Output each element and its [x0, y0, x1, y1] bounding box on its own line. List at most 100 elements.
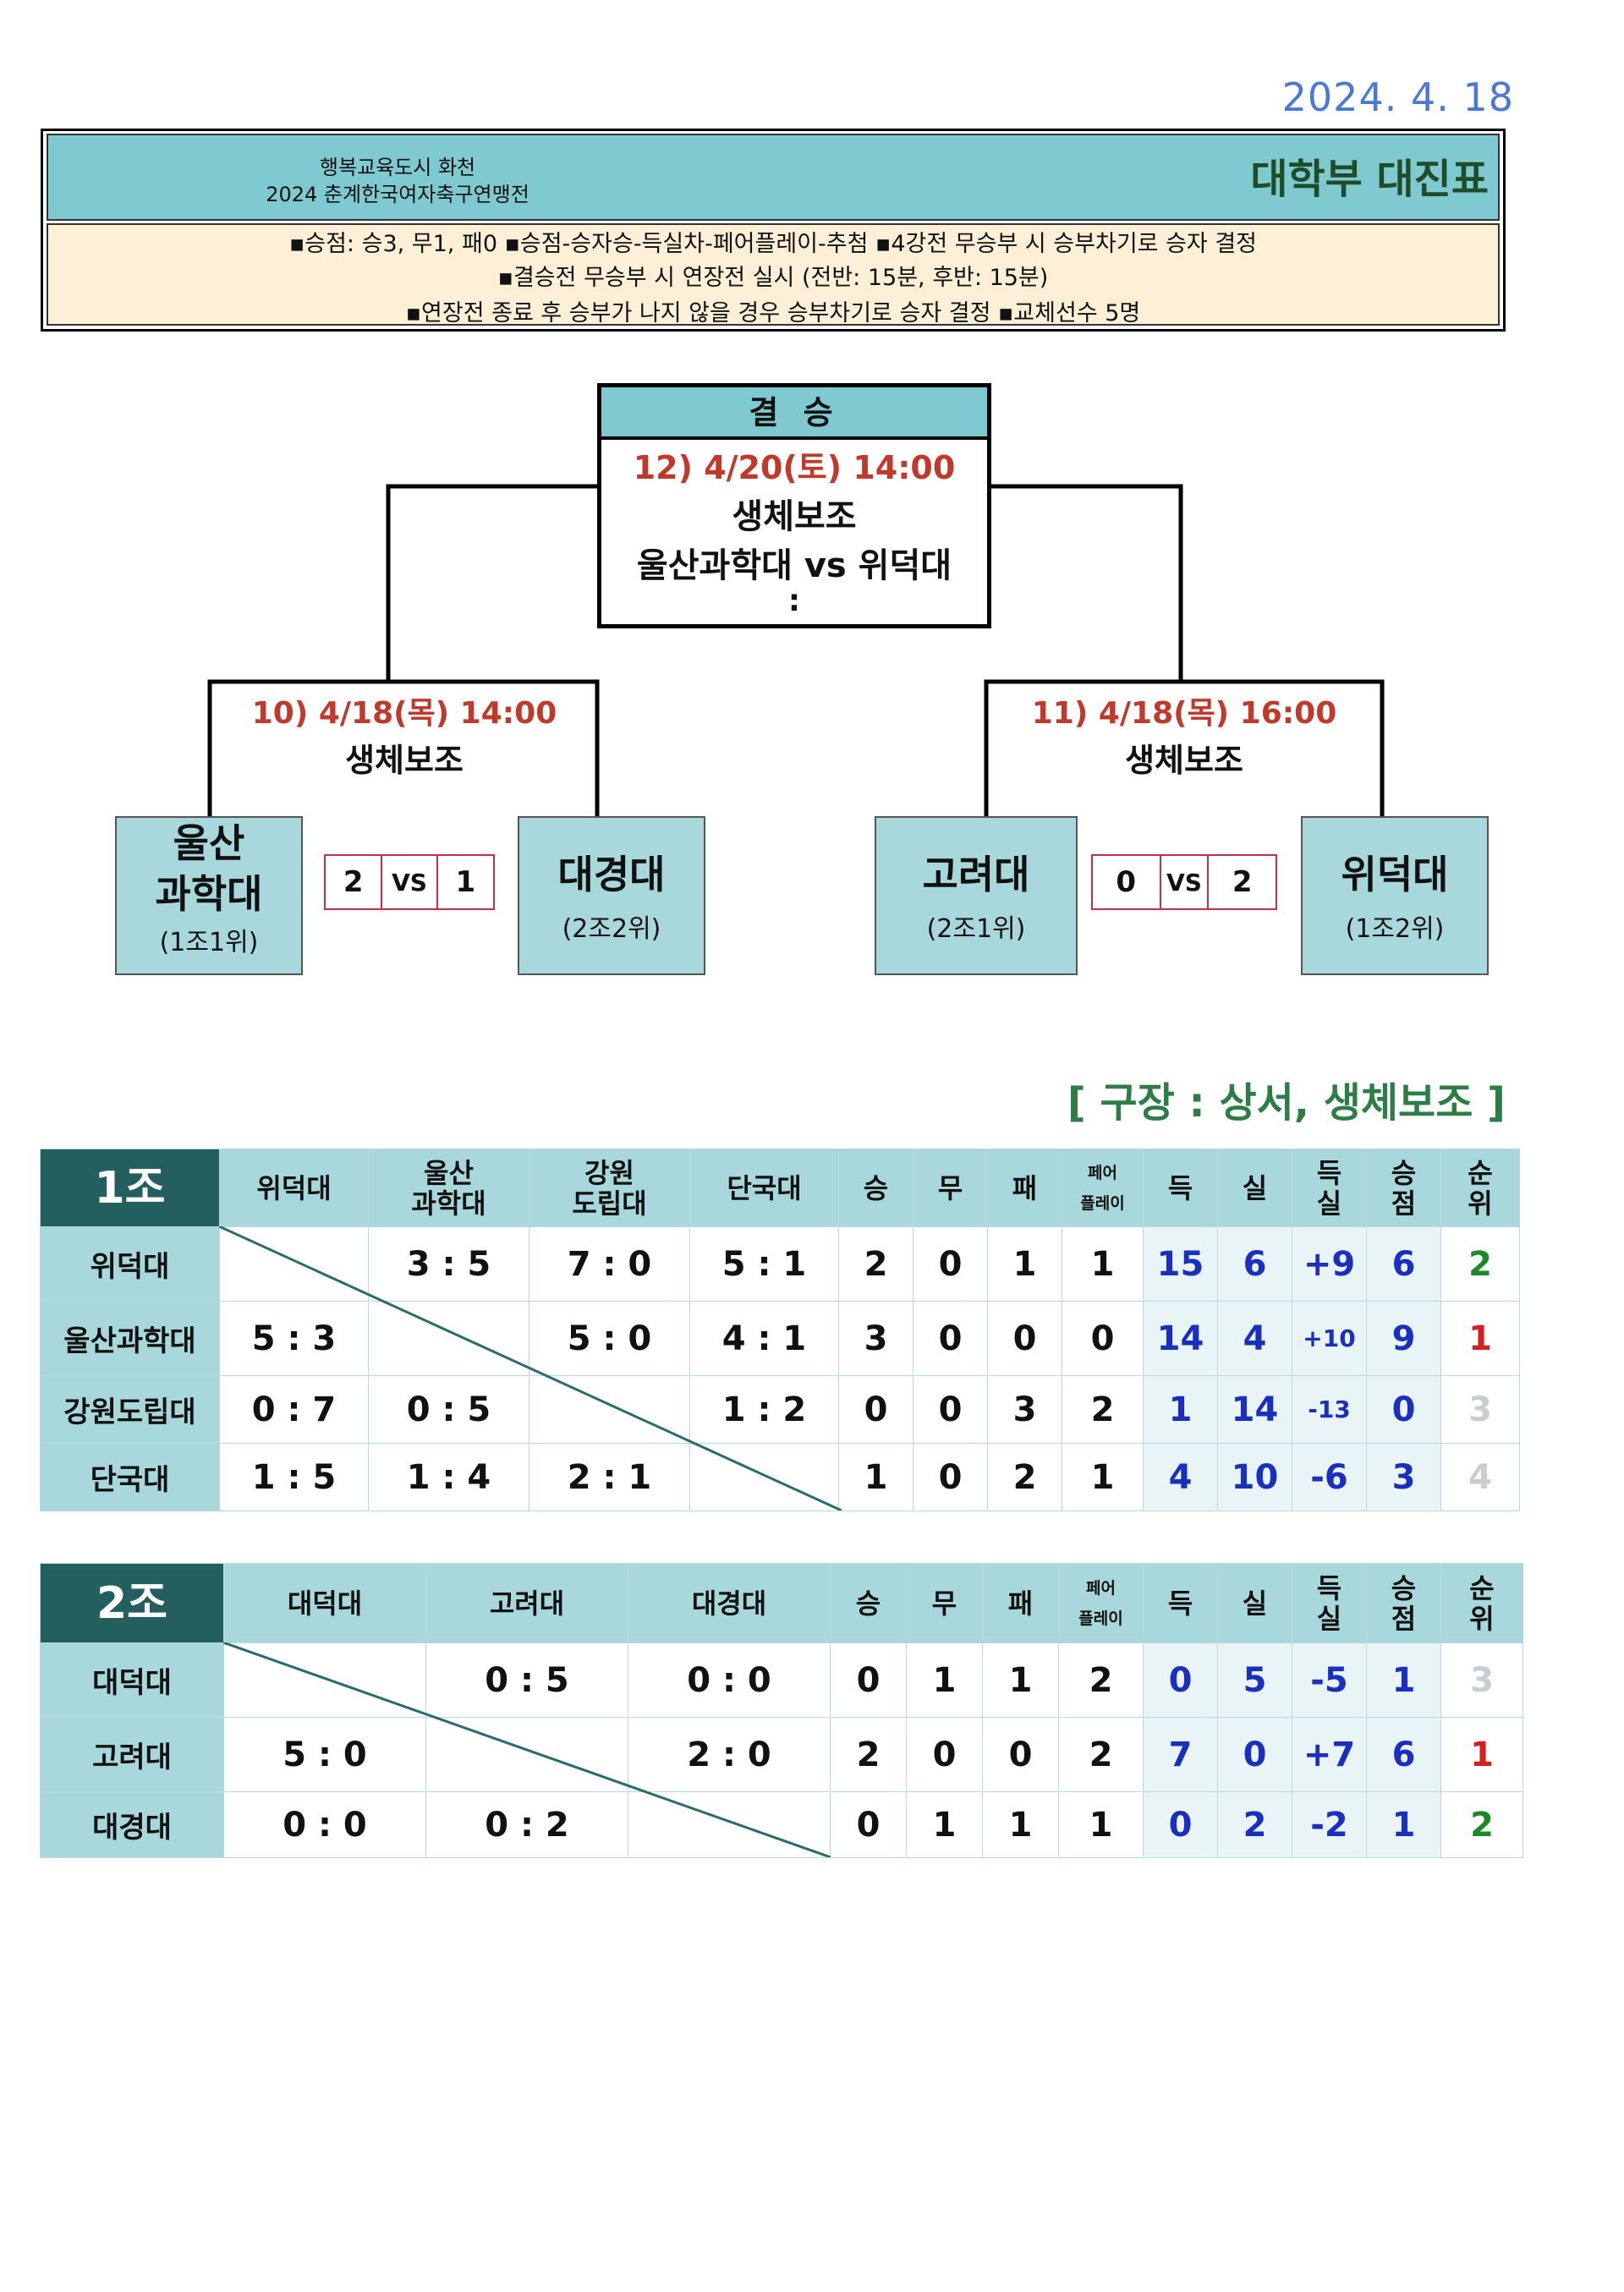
header-frame: [41, 129, 1506, 332]
stat-rank: 1: [1440, 1301, 1520, 1376]
stat-draw: 1: [906, 1791, 983, 1858]
match-cell: 0 : 0: [628, 1642, 831, 1718]
group1-table: 1조 위덕대 울산 과학대 강원 도립대 단국대 승 무 패 페어 플레이 득 …: [40, 1149, 1520, 1511]
col-header: 승: [830, 1563, 907, 1643]
stat-fairplay: 1: [1058, 1791, 1144, 1858]
bracket-line-left-top: [386, 484, 597, 682]
match-cell: 7 : 0: [529, 1226, 690, 1302]
final-venue: 생체보조: [732, 497, 857, 536]
stat-goal-diff: +7: [1292, 1717, 1367, 1792]
col-header: 대경대: [628, 1563, 831, 1643]
stat-goal-diff: -6: [1292, 1443, 1367, 1511]
stat-fairplay: 1: [1062, 1226, 1144, 1302]
team-name: 고려대: [922, 852, 1030, 897]
stat-points: 6: [1366, 1226, 1441, 1302]
match-cell: [529, 1375, 690, 1444]
stat-win: 3: [838, 1301, 914, 1376]
col-header: 페어 플레이: [1062, 1149, 1144, 1227]
venue-label: [ 구장 : 상서, 생체보조 ]: [1067, 1079, 1506, 1127]
table-row: 대덕대 0 : 5 0 : 0 0 1 1 2 0 5 -5 1 3: [40, 1642, 1523, 1718]
header-banner: [47, 134, 1500, 221]
match-cell: 2 : 1: [529, 1443, 690, 1511]
row-team: 위덕대: [40, 1226, 220, 1302]
rule-line-3: ▪연장전 종료 후 승부가 나지 않을 경우 승부차기로 승자 결정 ▪교체선수…: [405, 300, 1141, 326]
score-b: 2: [1232, 865, 1253, 899]
stat-goal-diff: +10: [1292, 1301, 1367, 1376]
match-cell: 1 : 5: [219, 1443, 369, 1511]
team-name: 울산: [173, 820, 245, 866]
bracket-line-semi1: [207, 679, 600, 816]
semi1-time: 10) 4/18(목) 14:00: [251, 696, 557, 731]
table-row: 울산과학대 5 : 3 5 : 0 4 : 1 3 0 0 0 14 4 +10…: [40, 1301, 1520, 1376]
stat-loss: 2: [987, 1443, 1062, 1511]
team-name: 과학대: [155, 871, 263, 917]
stat-win: 2: [830, 1717, 907, 1792]
match-cell: 5 : 1: [689, 1226, 839, 1302]
match-cell: [689, 1443, 839, 1511]
team-name: 대경대: [557, 852, 666, 897]
match-cell: 1 : 2: [689, 1375, 839, 1444]
semi2-score: 0 VS 2: [1091, 854, 1277, 910]
document-date: 2024. 4. 18: [1281, 74, 1514, 120]
group2-diagonal-line: [223, 1642, 831, 1857]
row-team: 대덕대: [40, 1642, 224, 1718]
stat-goals-for: 15: [1143, 1226, 1218, 1302]
col-header: 실: [1217, 1149, 1292, 1227]
stat-draw: 0: [913, 1301, 988, 1376]
match-cell: 5 : 3: [219, 1301, 369, 1376]
stat-win: 1: [838, 1443, 914, 1511]
match-cell: 1 : 4: [368, 1443, 529, 1511]
stat-goals-for: 1: [1143, 1375, 1218, 1444]
header-tournament: 2024 춘계한국여자축구연맹전: [266, 183, 529, 206]
col-header: 페어 플레이: [1058, 1563, 1144, 1643]
stat-fairplay: 1: [1062, 1443, 1144, 1511]
stat-points: 9: [1366, 1301, 1441, 1376]
rules-panel: [47, 223, 1500, 326]
table-row: 대경대 0 : 0 0 : 2 0 1 1 1 0 2 -2 1 2: [40, 1791, 1523, 1858]
match-cell: 0 : 7: [219, 1375, 369, 1444]
match-cell: 5 : 0: [223, 1717, 426, 1792]
group2-diagonal: [223, 1642, 831, 1857]
stat-points: 3: [1366, 1443, 1441, 1511]
stat-goals-against: 10: [1217, 1443, 1292, 1511]
score-b: 1: [455, 865, 476, 899]
match-cell: 5 : 0: [529, 1301, 690, 1376]
final-time: 12) 4/20(토) 14:00: [633, 449, 956, 486]
semi1-venue: 생체보조: [345, 742, 464, 779]
stat-win: 0: [838, 1375, 914, 1444]
stat-goal-diff: +9: [1292, 1226, 1367, 1302]
team-rank: (2조1위): [926, 914, 1026, 944]
stat-goal-diff: -2: [1292, 1791, 1367, 1858]
team-rank: (1조2위): [1345, 914, 1445, 944]
col-header: 단국대: [689, 1149, 839, 1227]
vs-label: VS: [381, 856, 438, 908]
stat-points: 1: [1366, 1642, 1441, 1718]
stat-rank: 1: [1440, 1717, 1523, 1792]
score-a: 0: [1116, 865, 1137, 899]
stat-goals-against: 2: [1217, 1791, 1292, 1858]
col-header: 득: [1143, 1563, 1218, 1643]
row-team: 대경대: [40, 1791, 224, 1858]
table-row: 단국대 1 : 5 1 : 4 2 : 1 1 0 2 1 4 10 -6 3 …: [40, 1443, 1520, 1511]
page-title: 대학부 대진표: [1250, 156, 1489, 203]
col-header: 패: [982, 1563, 1059, 1643]
stat-loss: 1: [987, 1226, 1062, 1302]
col-header: 울산 과학대: [368, 1149, 529, 1227]
group2-label: 2조: [40, 1563, 224, 1643]
col-header: 고려대: [425, 1563, 628, 1643]
semi2-team-b: 위덕대 (1조2위): [1301, 816, 1489, 975]
bracket-line-semi2: [984, 679, 1385, 816]
final-score: :: [787, 584, 801, 618]
semi1-team-a: 울산 과학대 (1조1위): [115, 816, 303, 975]
stat-loss: 3: [987, 1375, 1062, 1444]
stat-goals-against: 14: [1217, 1375, 1292, 1444]
col-header: 순 위: [1440, 1563, 1523, 1643]
col-header: 득 실: [1292, 1563, 1367, 1643]
semi2-team-a: 고려대 (2조1위): [875, 816, 1078, 975]
stat-rank: 2: [1440, 1791, 1523, 1858]
group1-diagonal-line: [219, 1226, 842, 1511]
final-label: 결 승: [601, 387, 987, 440]
row-team: 울산과학대: [40, 1301, 220, 1376]
row-team: 단국대: [40, 1443, 220, 1511]
group2-header-row: 2조 대덕대 고려대 대경대 승 무 패 페어 플레이 득 실 득 실 승 점 …: [40, 1563, 1523, 1643]
